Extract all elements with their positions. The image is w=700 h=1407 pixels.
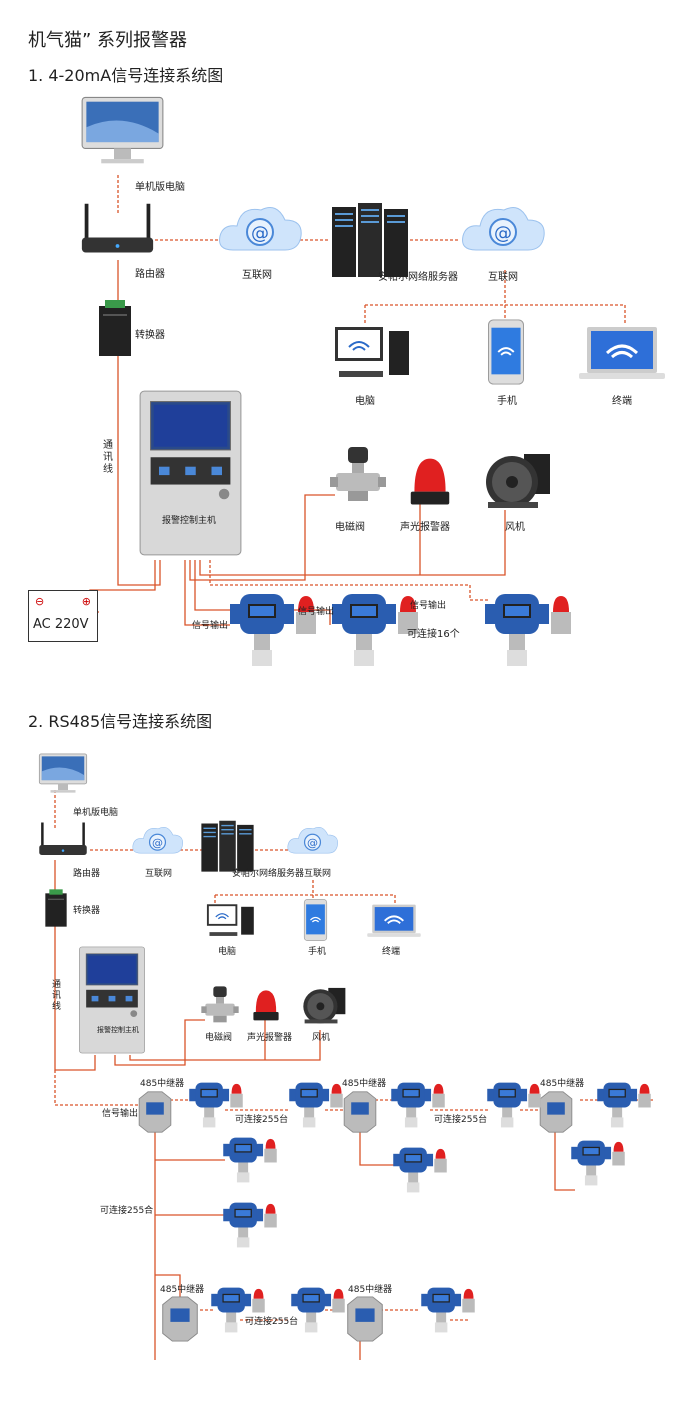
- signal-output-label: 信号输出: [192, 621, 229, 631]
- internet-cloud-icon: [130, 822, 185, 860]
- repeater-label: 485中继器: [140, 1079, 185, 1089]
- connect-255-label: 可连接255台: [235, 1115, 289, 1125]
- controller-label: 报警控制主机: [97, 1026, 139, 1034]
- comm-line-label: 通讯线: [103, 440, 113, 475]
- gas-detector-icon: [420, 1285, 476, 1335]
- internet-cloud-icon: [285, 822, 340, 860]
- signal-output-label: 信号输出: [410, 601, 447, 611]
- laptop-icon: [366, 903, 422, 941]
- pc-label: 单机版电脑: [73, 808, 119, 818]
- phone-icon: [303, 898, 328, 942]
- alarm-label: 声光报警器: [247, 1033, 293, 1043]
- router-label: 路由器: [135, 269, 165, 280]
- gas-detector-icon: [486, 1080, 542, 1130]
- computer-label: 电脑: [218, 947, 237, 957]
- repeater-label: 485中继器: [342, 1079, 387, 1089]
- computer-icon: [333, 325, 413, 385]
- terminal-label: 终端: [382, 947, 401, 957]
- pc-label: 单机版电脑: [135, 182, 185, 193]
- section2-heading: 2. RS485信号连接系统图: [28, 712, 213, 731]
- repeater-icon: [160, 1295, 200, 1343]
- internet-label-right: 互联网: [488, 272, 518, 283]
- repeater-label: 485中继器: [348, 1285, 393, 1295]
- converter-icon: [42, 888, 70, 928]
- converter-label: 转换器: [135, 330, 165, 341]
- gas-detector-icon: [392, 1145, 448, 1195]
- power-supply-box: ⊖ ⊕ AC 220V: [28, 590, 98, 642]
- connect-255-label: 可连接255台: [245, 1317, 299, 1327]
- gas-detector-icon: [483, 590, 573, 670]
- signal-output-label: 信号输出: [102, 1109, 139, 1119]
- repeater-label: 485中继器: [160, 1285, 205, 1295]
- gas-detector-icon: [570, 1138, 626, 1188]
- comm-line-label: 通讯线: [52, 980, 62, 1012]
- phone-icon: [486, 318, 526, 386]
- controller-icon: [138, 388, 243, 558]
- repeater-icon: [345, 1295, 385, 1343]
- valve-label: 电磁阀: [335, 522, 365, 533]
- fan-icon: [484, 450, 554, 510]
- internet-label-left: 互联网: [145, 869, 173, 879]
- desktop-pc-icon: [38, 752, 88, 797]
- connect-255-label: 可连接255台: [434, 1115, 488, 1125]
- solenoid-valve-icon: [328, 445, 388, 505]
- converter-icon: [95, 298, 135, 358]
- computer-label: 电脑: [355, 396, 375, 407]
- server-icon: [200, 818, 255, 873]
- solenoid-valve-icon: [200, 985, 240, 1025]
- connect-16-label: 可连接16个: [407, 629, 460, 640]
- siren-icon: [250, 988, 282, 1024]
- gas-detector-icon: [222, 1200, 278, 1250]
- siren-icon: [405, 455, 455, 510]
- router-label: 路由器: [73, 869, 101, 879]
- power-label: AC 220V: [33, 617, 89, 632]
- terminal-label: 终端: [612, 396, 632, 407]
- alarm-label: 声光报警器: [400, 522, 450, 533]
- repeater-icon: [342, 1090, 378, 1134]
- server-label: 安帕尔网络服务器: [378, 272, 458, 283]
- desktop-pc-icon: [80, 95, 165, 170]
- gas-detector-icon: [210, 1285, 266, 1335]
- internet-cloud-icon: [458, 200, 548, 260]
- fan-label: 风机: [505, 522, 525, 533]
- converter-label: 转换器: [73, 906, 101, 916]
- connect-255-label: 可连接255合: [100, 1206, 154, 1216]
- fan-label: 风机: [312, 1033, 331, 1043]
- valve-label: 电磁阀: [205, 1033, 233, 1043]
- fan-icon: [302, 985, 348, 1025]
- gas-detector-icon: [228, 590, 318, 670]
- page-title: 机气猫” 系列报警器: [28, 30, 188, 51]
- controller-label: 报警控制主机: [162, 516, 217, 526]
- repeater-icon: [137, 1090, 173, 1134]
- router-icon: [38, 820, 88, 860]
- repeater-icon: [538, 1090, 574, 1134]
- laptop-icon: [577, 325, 667, 385]
- server-label: 安帕尔网络服务器: [232, 869, 305, 879]
- phone-label: 手机: [308, 947, 327, 957]
- internet-cloud-icon: [215, 200, 305, 260]
- controller-icon: [78, 945, 146, 1055]
- internet-label-right: 互联网: [304, 869, 332, 879]
- signal-output-label: 信号输出: [298, 607, 335, 617]
- gas-detector-icon: [222, 1135, 278, 1185]
- repeater-label: 485中继器: [540, 1079, 585, 1089]
- gas-detector-icon: [288, 1080, 344, 1130]
- section1-heading: 1. 4-20mA信号连接系统图: [28, 66, 224, 85]
- plus-icon: ⊕: [81, 595, 91, 608]
- gas-detector-icon: [290, 1285, 346, 1335]
- router-icon: [80, 200, 155, 260]
- internet-label-left: 互联网: [242, 270, 272, 281]
- gas-detector-icon: [596, 1080, 652, 1130]
- phone-label: 手机: [497, 396, 517, 407]
- minus-icon: ⊖: [35, 595, 45, 608]
- computer-icon: [205, 903, 257, 941]
